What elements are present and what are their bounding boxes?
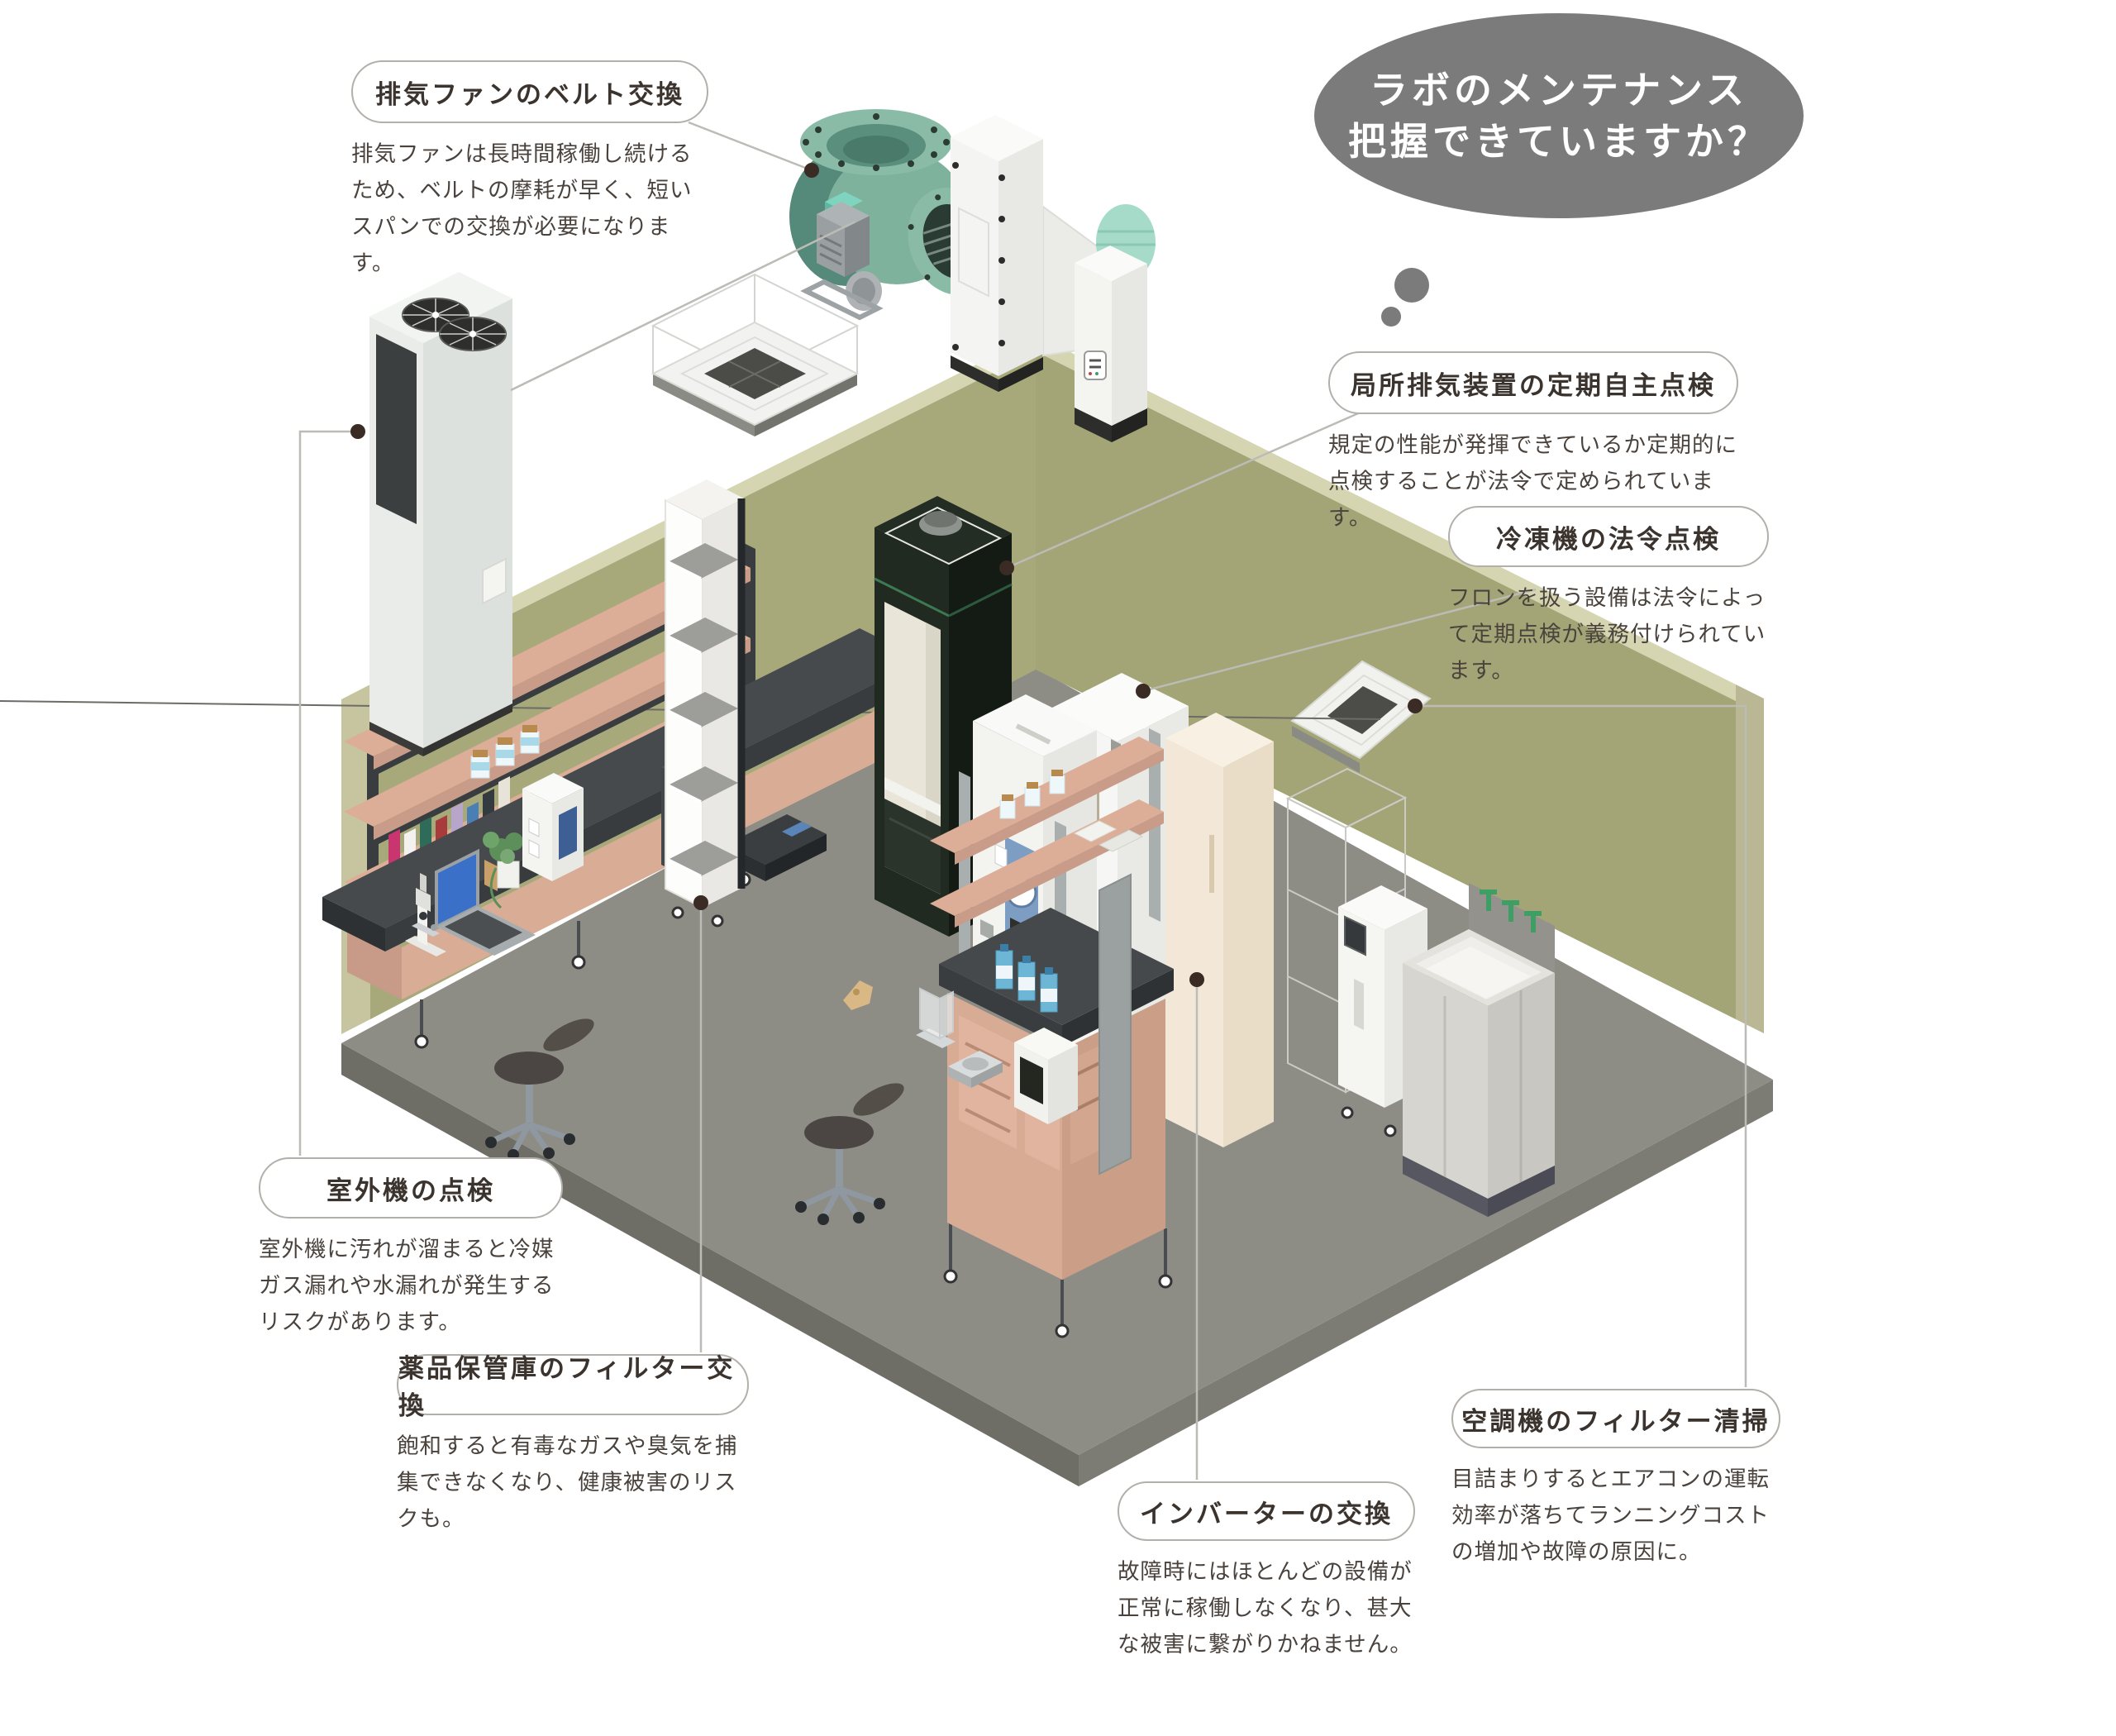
sink-unit <box>1403 883 1555 1217</box>
callout-title-pill: 薬品保管庫のフィルター交換 <box>397 1354 749 1421</box>
callout-title-pill: インバーターの交換 <box>1118 1481 1415 1541</box>
callout-title-pill: 排気ファンのベルト交換 <box>351 60 708 123</box>
callout-description: 規定の性能が発揮できているか定期的に点検することが法令で定められています。 <box>1328 432 1737 531</box>
leader-dots <box>350 163 1423 987</box>
callout-description: 目詰まりするとエアコンの運転効率が落ちてランニングコストの増加や故障の原因に。 <box>1451 1467 1770 1565</box>
callout-local-exhaust-inspection: 局所排気装置の定期自主点検 規定の性能が発揮できているか定期的に点検することが法… <box>1328 351 1738 537</box>
thought-bubble: ラボのメンテナンス 把握できていますか？ <box>1314 13 1804 218</box>
callout-title-pill: 局所排気装置の定期自主点検 <box>1328 351 1738 414</box>
reagent-jars <box>470 725 540 779</box>
callout-title-pill: 室外機の点検 <box>259 1157 563 1219</box>
faucets <box>1480 889 1542 932</box>
outdoor-ac-unit <box>369 272 512 756</box>
callout-description: 室外機に汚れが溜まると冷媒ガス漏れや水漏れが発生するリスクがあります。 <box>259 1237 555 1335</box>
callout-ac-filter-cleaning: 空調機のフィルター清掃 目詰まりするとエアコンの運転効率が落ちてランニングコスト… <box>1451 1389 1780 1571</box>
bubble-line-2: 把握できていますか？ <box>1348 119 1770 164</box>
callout-description: フロンを扱う設備は法令によって定期点検が義務付けられています。 <box>1448 585 1766 684</box>
fan-top-flange <box>800 109 952 175</box>
cream-cabinet <box>1165 713 1274 1147</box>
air-handling-unit <box>951 115 1100 392</box>
thought-bubble-tail-dot-small <box>1381 307 1401 327</box>
laptop <box>435 848 536 956</box>
callout-description: 排気ファンは長時間稼働し続けるため、ベルトの摩耗が早く、短いスパンでの交換が必要… <box>351 141 693 276</box>
bench-equipment <box>843 944 1078 1124</box>
callout-inverter-replacement: インバーターの交換 故障時にはほとんどの設備が正常に稼働しなくなり、甚大な被害に… <box>1118 1481 1415 1663</box>
ceiling-cassette-left <box>651 273 860 436</box>
callout-title-pill: 冷凍機の法令点検 <box>1448 506 1769 567</box>
lab-stool <box>485 1018 594 1161</box>
callout-description: 飽和すると有毒なガスや臭気を捕集できなくなり、健康被害のリスクも。 <box>397 1433 738 1532</box>
callout-outdoor-unit-inspection: 室外機の点検 室外機に汚れが溜まると冷媒ガス漏れや水漏れが発生するリスクがありま… <box>259 1157 563 1341</box>
callout-exhaust-fan-belt: 排気ファンのベルト交換 排気ファンは長時間稼働し続けるため、ベルトの摩耗が早く、… <box>351 60 708 282</box>
callout-description: 故障時にはほとんどの設備が正常に稼働しなくなり、甚大な被害に繋がりかねません。 <box>1118 1559 1413 1657</box>
fan-motor <box>800 192 884 321</box>
bubble-line-1: ラボのメンテナンス <box>1369 67 1749 112</box>
callout-title-pill: 空調機のフィルター清掃 <box>1451 1389 1780 1448</box>
desk-frames-plant <box>483 832 523 909</box>
water-purifier <box>522 773 584 881</box>
fan-grille-icon <box>402 298 507 351</box>
island-bench <box>930 728 1174 1338</box>
callout-refrigerator-inspection: 冷凍機の法令点検 フロンを扱う設備は法令によって定期点検が義務付けられています。 <box>1448 506 1769 689</box>
chemical-storage-cabinet <box>665 479 746 928</box>
scrubber-unit <box>1075 204 1156 442</box>
thought-bubble-tail-dot-large <box>1394 268 1429 303</box>
leader-lines <box>298 121 1747 1480</box>
callout-chemical-storage-filter: 薬品保管庫のフィルター交換 飽和すると有毒なガスや臭気を捕集できなくなり、健康被… <box>397 1354 749 1538</box>
